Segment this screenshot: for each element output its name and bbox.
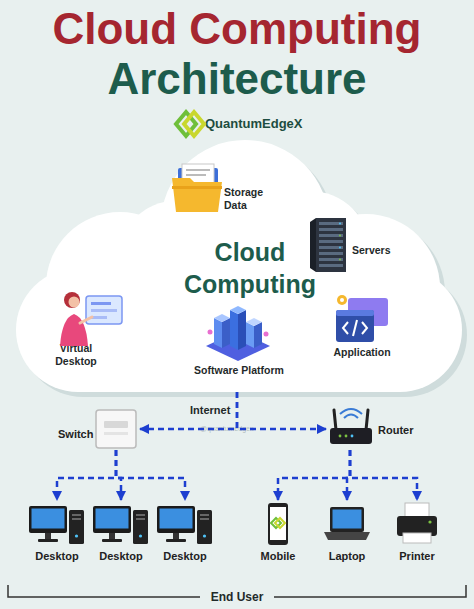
desktop-icon bbox=[29, 506, 84, 544]
node-label: Servers bbox=[352, 244, 402, 257]
node-label: Desktop bbox=[26, 550, 88, 563]
cloud-fill bbox=[16, 140, 462, 392]
edge-label: Internet bbox=[190, 404, 230, 416]
node-label: Laptop bbox=[316, 550, 378, 563]
node-label: Router bbox=[378, 424, 420, 437]
platform-icon bbox=[206, 306, 270, 361]
node-label: Printer bbox=[386, 550, 448, 563]
printer-icon bbox=[397, 503, 437, 543]
node-label: Mobile bbox=[247, 550, 309, 563]
logo-icon bbox=[176, 112, 204, 136]
dashed-connector bbox=[140, 392, 237, 429]
router-icon bbox=[330, 409, 372, 444]
desktop-icon bbox=[157, 506, 212, 544]
application-icon bbox=[336, 295, 388, 342]
brand-name: QuantumEdgeX bbox=[205, 116, 335, 131]
group-label: End User bbox=[187, 590, 287, 604]
dashed-connector bbox=[350, 450, 417, 500]
server-rack-icon bbox=[310, 218, 346, 272]
virtual-desktop-icon bbox=[60, 292, 122, 346]
mobile-icon bbox=[268, 503, 288, 545]
switch-icon bbox=[96, 410, 136, 448]
diagram-title: Cloud Computing Architecture bbox=[0, 4, 474, 104]
node-label: Software Platform bbox=[183, 364, 295, 377]
node-label: Desktop bbox=[154, 550, 216, 563]
dashed-connector bbox=[116, 450, 185, 500]
dashed-connector bbox=[237, 392, 326, 429]
node-label: Desktop bbox=[90, 550, 152, 563]
node-label: Switch bbox=[58, 428, 98, 441]
bracket bbox=[8, 585, 200, 597]
node-label: Storage Data bbox=[224, 186, 272, 212]
bracket bbox=[274, 585, 466, 597]
node-label: Application bbox=[326, 346, 398, 359]
dashed-connector bbox=[278, 450, 350, 500]
desktop-icon bbox=[93, 506, 148, 544]
dashed-connector bbox=[57, 450, 116, 500]
folder-icon bbox=[172, 164, 222, 212]
laptop-icon bbox=[324, 507, 370, 540]
